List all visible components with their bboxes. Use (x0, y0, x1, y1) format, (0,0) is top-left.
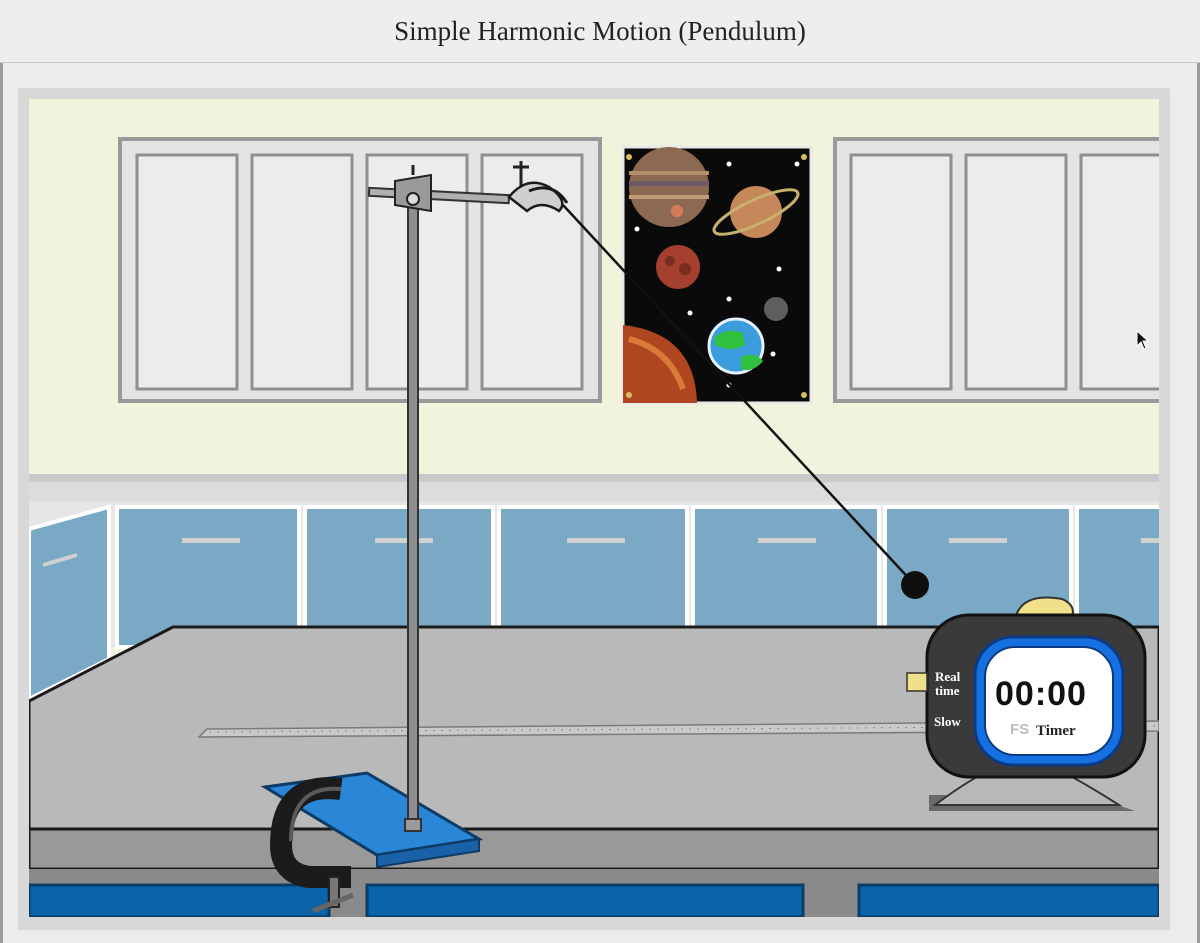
clamp-holder[interactable] (367, 161, 569, 213)
timer-device (906, 596, 1147, 811)
timer-display: 00:00 (995, 675, 1087, 713)
pendulum-bob[interactable] (901, 571, 929, 599)
stand-base (260, 771, 484, 914)
title-bar: Simple Harmonic Motion (Pendulum) (0, 0, 1200, 63)
stand-rod (404, 194, 422, 832)
window-right-border (1197, 0, 1200, 943)
window-left (118, 137, 602, 403)
meter-ruler (197, 720, 1159, 738)
mouse-cursor-icon (1136, 330, 1150, 350)
timer-brand: FS (1010, 721, 1030, 738)
space-poster (621, 145, 813, 405)
pendulum-string (562, 204, 916, 586)
slow-mode[interactable]: Slow (934, 714, 961, 729)
lab-scene (29, 99, 1159, 917)
timer-caption: Timer (1036, 723, 1076, 739)
window-right (833, 137, 1159, 403)
window-left-border (0, 0, 3, 943)
window-title: Simple Harmonic Motion (Pendulum) (394, 15, 806, 46)
wall-trim (29, 474, 1159, 482)
